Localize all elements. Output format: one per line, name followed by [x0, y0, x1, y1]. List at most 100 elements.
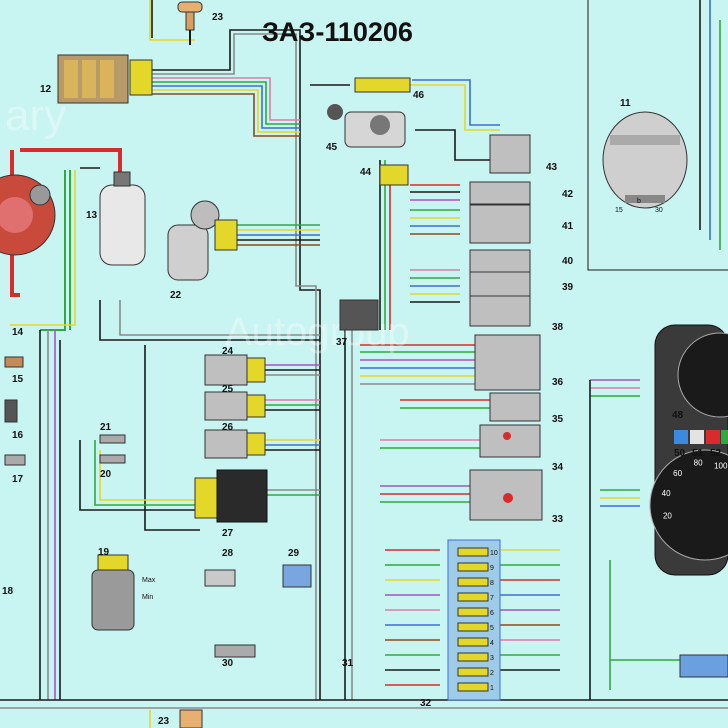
fuse-number: 2	[490, 670, 494, 677]
label-24: 24	[222, 346, 234, 357]
fuse-8	[457, 577, 489, 587]
label-38: 38	[552, 322, 564, 333]
generator	[602, 111, 688, 209]
relay-37	[339, 299, 379, 331]
label-17: 17	[12, 474, 24, 485]
switch-34	[479, 424, 541, 458]
label-43: 43	[546, 162, 558, 173]
resistor-46	[354, 77, 411, 93]
label-42: 42	[562, 189, 574, 200]
fuse-number: 5	[490, 625, 494, 632]
connector-44	[379, 164, 409, 186]
generator-terminal-15: 15	[615, 207, 623, 214]
fuse-number: 3	[490, 655, 494, 662]
fuse-5	[457, 622, 489, 632]
label-45: 45	[326, 142, 338, 153]
label-52: 52	[710, 448, 722, 459]
ignition-switch	[474, 334, 541, 391]
brake-min-label: Min	[142, 594, 153, 601]
watermark-2: Autogroup	[225, 310, 410, 354]
label-34: 34	[552, 462, 564, 473]
fuse-7	[457, 592, 489, 602]
wiper-motor	[167, 200, 238, 281]
switch-42	[469, 181, 531, 205]
fuse-6	[457, 607, 489, 617]
label-20: 20	[100, 469, 112, 480]
component-16	[4, 399, 18, 423]
label-22: 22	[170, 290, 182, 301]
fuse-10	[457, 547, 489, 557]
label-23-bottom: 23	[158, 716, 170, 727]
diagram-title: ЗАЗ-110206	[262, 17, 413, 47]
ignition-distributor	[0, 174, 56, 256]
turn-lamp-25	[204, 391, 266, 421]
label-18: 18	[2, 586, 14, 597]
label-51: 51	[692, 448, 704, 459]
fuse-number: 9	[490, 565, 494, 572]
head-lamp-26	[204, 429, 266, 459]
ground-terminal-top	[177, 1, 203, 45]
label-31: 31	[342, 658, 354, 669]
ignition-coil	[99, 171, 146, 266]
ignition-module	[57, 54, 153, 104]
label-16: 16	[12, 430, 24, 441]
watermark-1: ary	[5, 91, 66, 140]
label-15: 15	[12, 374, 24, 385]
sensor-20	[99, 454, 126, 464]
label-25: 25	[222, 384, 234, 395]
control-unit-27	[194, 469, 268, 523]
fuse-number: 4	[490, 640, 494, 647]
label-27: 27	[222, 528, 234, 539]
fuse-2	[457, 667, 489, 677]
sensor-30	[214, 644, 256, 658]
brake-fluid-sensor	[91, 554, 135, 631]
heater-fan-motor	[327, 104, 406, 148]
front-lamp-24	[204, 354, 266, 386]
fuse-number: 1	[490, 685, 494, 692]
fuse-1	[457, 682, 489, 692]
speedometer-number: 20	[663, 512, 672, 521]
label-44: 44	[360, 167, 372, 178]
label-19: 19	[98, 547, 110, 558]
label-23-top: 23	[212, 12, 224, 23]
label-46: 46	[413, 90, 425, 101]
fuse-9	[457, 562, 489, 572]
label-48: 48	[672, 410, 684, 421]
generator-terminal-b: b	[637, 198, 641, 205]
component-15	[4, 356, 24, 368]
fuse-3	[457, 652, 489, 662]
label-39: 39	[562, 282, 574, 293]
label-35: 35	[552, 414, 564, 425]
fuse-number: 7	[490, 595, 494, 602]
switch-39	[469, 271, 531, 297]
fuse-number: 6	[490, 610, 494, 617]
label-33: 33	[552, 514, 564, 525]
fuse-number: 10	[490, 550, 498, 557]
label-11: 11	[620, 98, 631, 109]
speedometer-number: 40	[662, 489, 671, 498]
label-21: 21	[100, 422, 112, 433]
connector-43	[489, 134, 531, 174]
switch-38	[469, 295, 531, 327]
generator-terminal-30: 30	[655, 207, 663, 214]
label-28: 28	[222, 548, 234, 559]
brake-max-label: Max	[142, 577, 156, 584]
label-37: 37	[336, 337, 348, 348]
label-12: 12	[40, 84, 52, 95]
switch-40	[469, 249, 531, 273]
label-41: 41	[562, 221, 574, 232]
label-29: 29	[288, 548, 300, 559]
instrument-cluster: 20406080100120140	[649, 324, 728, 576]
hazard-switch-33	[469, 469, 543, 521]
fuel-sensor	[679, 654, 728, 678]
switch-35	[489, 392, 541, 422]
sensor-21	[99, 434, 126, 444]
label-40: 40	[562, 256, 574, 267]
label-14: 14	[12, 327, 24, 338]
label-36: 36	[552, 377, 564, 388]
label-50: 50	[674, 448, 686, 459]
